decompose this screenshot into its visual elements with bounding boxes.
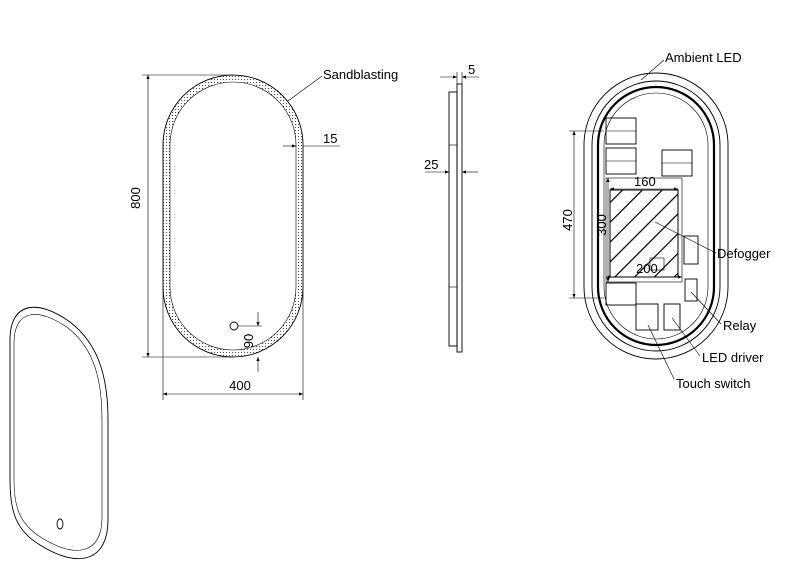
label-relay: Relay (723, 318, 757, 333)
dim-defogger-bottom: 200 (636, 261, 658, 276)
perspective-mirror (9, 306, 109, 560)
sandblasting-band (163, 75, 303, 357)
dim-back-height: 470 (560, 209, 575, 231)
dim-switch-offset: 90 (241, 334, 256, 348)
side-profile (456, 83, 463, 353)
perspective-view (9, 306, 109, 560)
dim-width: 400 (229, 378, 251, 393)
back-view: 470 300 160 200 Ambient LED Defogger Rel… (560, 50, 771, 391)
dim-side-thickness: 5 (468, 62, 475, 77)
touch-switch-box (635, 303, 659, 331)
dim-defogger-height: 300 (594, 214, 609, 236)
mirror-inner-outline (169, 81, 297, 351)
defogger-panel (609, 189, 679, 278)
label-led-driver: LED driver (702, 350, 764, 365)
perspective-switch-icon (56, 518, 64, 530)
led-driver-box (663, 303, 681, 331)
touch-switch-icon (229, 321, 239, 331)
dim-defogger-top: 160 (634, 174, 656, 189)
label-ambient-led: Ambient LED (665, 50, 742, 65)
dim-side-depth: 25 (424, 157, 438, 172)
label-touch-switch: Touch switch (676, 376, 750, 391)
front-view: 800 400 15 90 Sandblasting (128, 67, 398, 400)
mirror-outline (162, 74, 304, 358)
mounting-brackets (605, 117, 693, 306)
dim-border: 15 (323, 131, 337, 146)
relay-box (684, 278, 698, 302)
label-defogger: Defogger (717, 246, 771, 261)
ambient-led-strip (596, 85, 716, 347)
dim-height: 800 (128, 187, 143, 209)
label-sandblasting: Sandblasting (323, 67, 398, 82)
side-view: 5 25 (424, 62, 479, 353)
